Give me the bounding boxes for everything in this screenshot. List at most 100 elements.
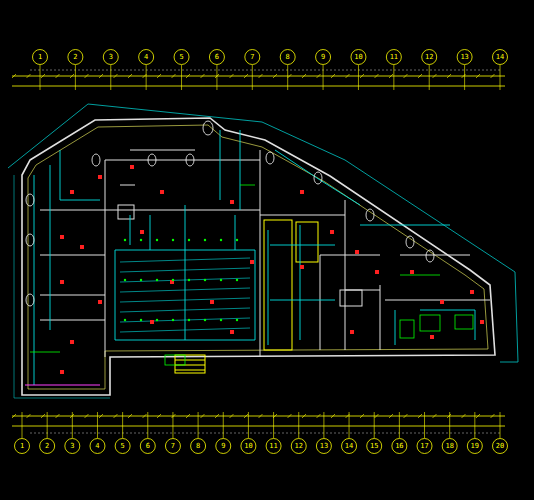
axis-leader	[75, 65, 76, 90]
grid-bubble	[15, 412, 30, 454]
axis-number: 6	[141, 439, 155, 453]
stair-core	[175, 220, 318, 373]
grid-bubble	[467, 412, 482, 454]
tick	[12, 414, 16, 418]
tick	[404, 74, 408, 78]
axis-number: 1	[33, 50, 47, 64]
axis-leader	[287, 65, 288, 90]
bubble-circle	[33, 50, 48, 65]
tick	[186, 74, 190, 78]
grid-bubble	[115, 412, 130, 454]
grid-bubble	[191, 412, 206, 454]
axis-number: 20	[493, 439, 507, 453]
branch-pipe	[120, 308, 250, 312]
green-point	[220, 239, 222, 241]
bubble-circle	[417, 439, 432, 454]
axis-leader	[72, 412, 73, 438]
tick	[12, 74, 16, 78]
axis-leader	[223, 412, 224, 438]
tick	[230, 414, 234, 418]
red-outlet	[350, 330, 354, 334]
axis-number: 5	[116, 439, 130, 453]
green-point	[140, 239, 142, 241]
axis-number: 2	[68, 50, 82, 64]
bubble-circle	[115, 439, 130, 454]
axis-leader	[110, 65, 111, 90]
grid-bubble	[65, 412, 80, 454]
red-outlet	[60, 370, 64, 374]
axis-leader	[252, 65, 253, 90]
interior-walls	[40, 150, 490, 357]
axis-number: 4	[139, 50, 153, 64]
grid-bubble	[457, 50, 472, 91]
axis-leader	[449, 412, 450, 438]
tick	[230, 74, 234, 78]
tick	[27, 74, 31, 78]
axis-number: 9	[216, 439, 230, 453]
bubble-circle	[291, 439, 306, 454]
red-outlet	[70, 340, 74, 344]
red-outlet	[375, 270, 379, 274]
axis-leader	[349, 412, 350, 438]
red-outlet	[160, 190, 164, 194]
red-outlet	[140, 230, 144, 234]
branch-pipe	[120, 258, 250, 262]
grid-bubble	[493, 50, 508, 91]
bubble-circle	[442, 439, 457, 454]
grid-bubble	[68, 50, 83, 91]
tick	[418, 414, 422, 418]
bubble-circle	[209, 50, 224, 65]
magenta-line	[25, 384, 100, 385]
bubble-circle	[467, 439, 482, 454]
tick	[201, 414, 205, 418]
red-outlet	[410, 270, 414, 274]
tick	[56, 414, 60, 418]
tick	[317, 74, 321, 78]
green-point	[172, 319, 174, 321]
axis-number: 12	[292, 439, 306, 453]
axis-leader	[216, 65, 217, 90]
tick	[288, 74, 292, 78]
grid-bubble	[241, 412, 256, 454]
bubble-circle	[139, 50, 154, 65]
green-point	[188, 239, 190, 241]
red-outlet	[440, 300, 444, 304]
red-outlet	[300, 190, 304, 194]
bubble-circle	[15, 439, 30, 454]
tick	[491, 414, 495, 418]
bubble-circle	[422, 50, 437, 65]
tick	[128, 414, 132, 418]
axis-leader	[146, 65, 147, 90]
tick	[375, 74, 379, 78]
axis-leader	[323, 65, 324, 90]
tick	[114, 74, 118, 78]
axis-leader	[147, 412, 148, 438]
green-point	[140, 319, 142, 321]
axis-leader	[298, 412, 299, 438]
grid-bubble	[280, 50, 295, 91]
green-point	[204, 279, 206, 281]
bubble-circle	[342, 439, 357, 454]
tick	[157, 414, 161, 418]
tick	[360, 414, 364, 418]
tick	[70, 414, 74, 418]
building-outline	[22, 118, 495, 395]
bubble-circle	[90, 439, 105, 454]
red-outlet	[150, 320, 154, 324]
green-point	[172, 239, 174, 241]
bubble-circle	[216, 439, 231, 454]
grid-bubble	[351, 50, 366, 91]
bubble-circle	[280, 50, 295, 65]
tick	[114, 414, 118, 418]
grid-bubble	[40, 412, 55, 454]
bubble-circle	[165, 439, 180, 454]
tick	[447, 74, 451, 78]
red-outlet	[470, 290, 474, 294]
branch-pipe	[120, 278, 250, 282]
tick	[389, 414, 393, 418]
tick	[128, 74, 132, 78]
tick	[288, 414, 292, 418]
red-outlet	[210, 300, 214, 304]
axis-leader	[47, 412, 48, 438]
fixtures	[30, 185, 473, 365]
